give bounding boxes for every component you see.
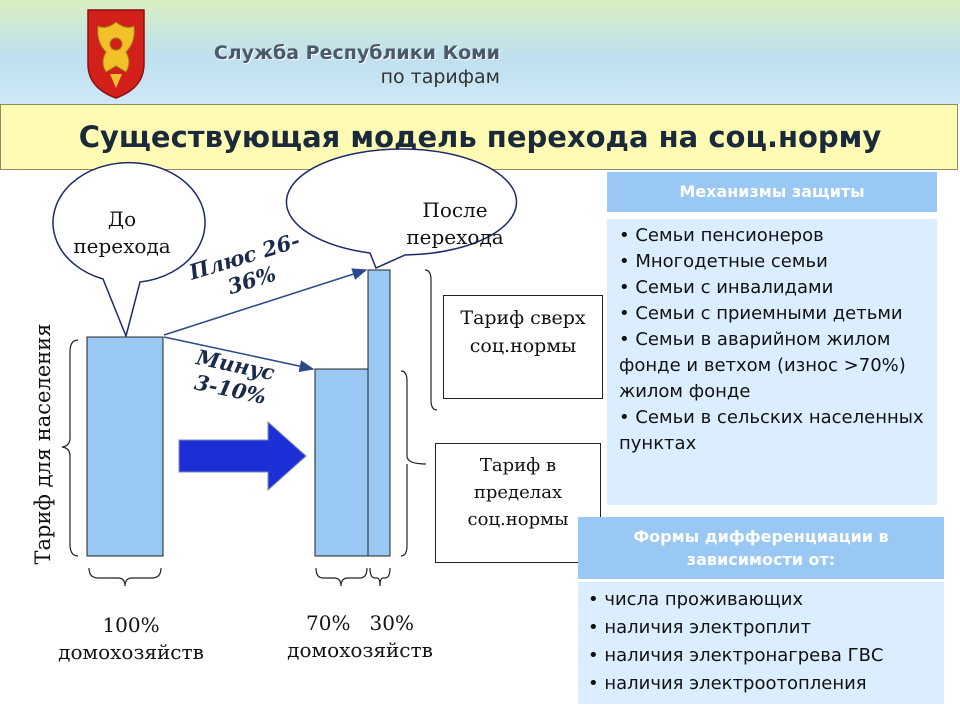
bottom-brace-70 — [315, 567, 368, 587]
differentiation-panel-body: числа проживающих наличия электроплит на… — [578, 582, 944, 704]
protection-panel-heading: Механизмы защиты — [607, 172, 937, 212]
tariff-above-norm-box: Тариф сверх соц.нормы — [443, 295, 603, 399]
list-item: Семьи пенсионеров — [619, 223, 925, 249]
list-item: Семьи в сельских населенных пунктах — [619, 405, 925, 457]
coat-of-arms-icon — [87, 9, 145, 99]
slide-title: Существующая модель перехода на соц.норм… — [78, 120, 882, 154]
before-callout-text: До перехода — [73, 207, 171, 258]
bar-after-above-norm — [367, 269, 391, 557]
organization-name: Служба Республики Коми — [213, 42, 500, 64]
list-item: наличия электроплит — [588, 614, 934, 642]
list-item: наличия электроотопления — [588, 670, 934, 698]
title-bar — [0, 104, 958, 170]
population-tariff-brace — [61, 339, 79, 557]
households-100-label: 100% домохозяйств — [58, 613, 204, 664]
households-70-pct: 70% — [306, 611, 351, 635]
protection-panel-body: Семьи пенсионеров Многодетные семьи Семь… — [607, 219, 937, 505]
list-item: Семьи с приемными детьми — [619, 301, 925, 327]
households-70-30-label: 70% 30% домохозяйств — [287, 611, 433, 662]
header-band — [0, 0, 960, 104]
before-callout-bubble — [52, 161, 206, 339]
population-tariff-label: Тариф для населения — [31, 323, 55, 565]
transition-block-arrow — [178, 420, 307, 492]
above-norm-brace — [424, 269, 438, 411]
households-30-pct: 30% — [369, 611, 414, 635]
plus-connector-arrow — [163, 268, 368, 336]
after-callout-text: После перехода — [406, 198, 504, 249]
tariff-within-norm-box: Тариф в пределах соц.нормы — [435, 443, 601, 563]
list-item: наличия электронагрева ГВС — [588, 642, 934, 670]
bar-before — [86, 336, 164, 557]
bottom-brace-30 — [369, 567, 391, 587]
organization-subtitle: по тарифам — [380, 66, 500, 88]
within-norm-brace — [400, 370, 427, 465]
list-item: числа проживающих — [588, 586, 934, 614]
protection-list: Семьи пенсионеров Многодетные семьи Семь… — [619, 223, 925, 457]
differentiation-panel-heading: Формы дифференциации в зависимости от: — [578, 517, 944, 579]
differentiation-list: числа проживающих наличия электроплит на… — [588, 586, 934, 698]
list-item: Семьи в аварийном жилом фонде и ветхом (… — [619, 327, 925, 405]
list-item: Многодетные семьи — [619, 249, 925, 275]
bar-after-within-norm — [314, 368, 369, 557]
minus-connector-arrow — [163, 336, 315, 373]
list-item: Семьи с инвалидами — [619, 275, 925, 301]
after-callout-bubble — [285, 148, 518, 270]
within-norm-brace-lower — [400, 464, 408, 557]
bottom-brace-left — [88, 567, 162, 587]
